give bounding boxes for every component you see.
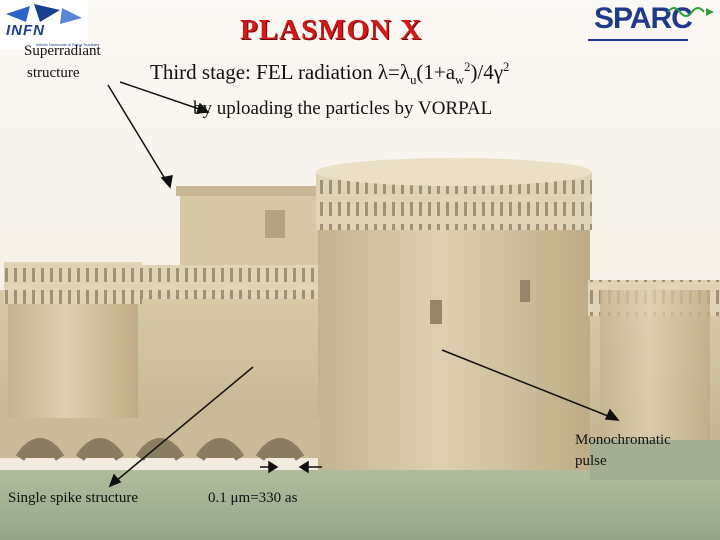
formula-tail: )/4 [470, 60, 494, 84]
label-monochromatic: Monochromatic [575, 432, 671, 448]
label-structure: structure [27, 65, 80, 81]
label-single-spike: Single spike structure [8, 490, 138, 506]
formula-lambda-u: λ [399, 60, 411, 84]
formula-sub-u: u [410, 73, 417, 88]
formula-sub-w: w [455, 73, 465, 88]
label-pulse: pulse [575, 453, 607, 469]
formula-sup-2b: 2 [503, 60, 510, 74]
infn-logo-text: INFN [6, 22, 45, 39]
central-round-tower [318, 195, 590, 505]
page-title: PLASMON X [240, 14, 423, 46]
label-scale: 0.1 μm=330 as [208, 490, 298, 506]
arrow-third-stage [119, 81, 209, 113]
formula-paren: (1+a [416, 60, 456, 84]
annotation-arrows [107, 81, 620, 488]
label-superradiant: Superradiant [24, 43, 101, 59]
formula-gamma: γ [493, 60, 504, 84]
formula-sup-2a: 2 [464, 60, 471, 74]
arrow-monochromatic [441, 349, 619, 421]
formula-lambda: λ [377, 60, 389, 84]
infn-logo-subtext: Istituto Nazionale di Fisica Nucleare [36, 42, 100, 47]
formula-equals: = [388, 60, 400, 84]
third-stage-prefix: Third stage: FEL radiation [150, 60, 378, 84]
sparc-logo: SPARC [588, 0, 718, 48]
arrow-superradiant [107, 84, 171, 188]
label-third-stage: Third stage: FEL radiation λ=λu(1+aw2)/4… [150, 60, 509, 88]
infn-logo-graphic [0, 0, 88, 50]
label-uploading: by uploading the particles by VORPAL [193, 98, 493, 119]
sparc-wave-icon [588, 7, 714, 41]
infn-logo: INFN Istituto Nazionale di Fisica Nuclea… [0, 0, 100, 50]
arrow-single-spike [109, 366, 254, 487]
